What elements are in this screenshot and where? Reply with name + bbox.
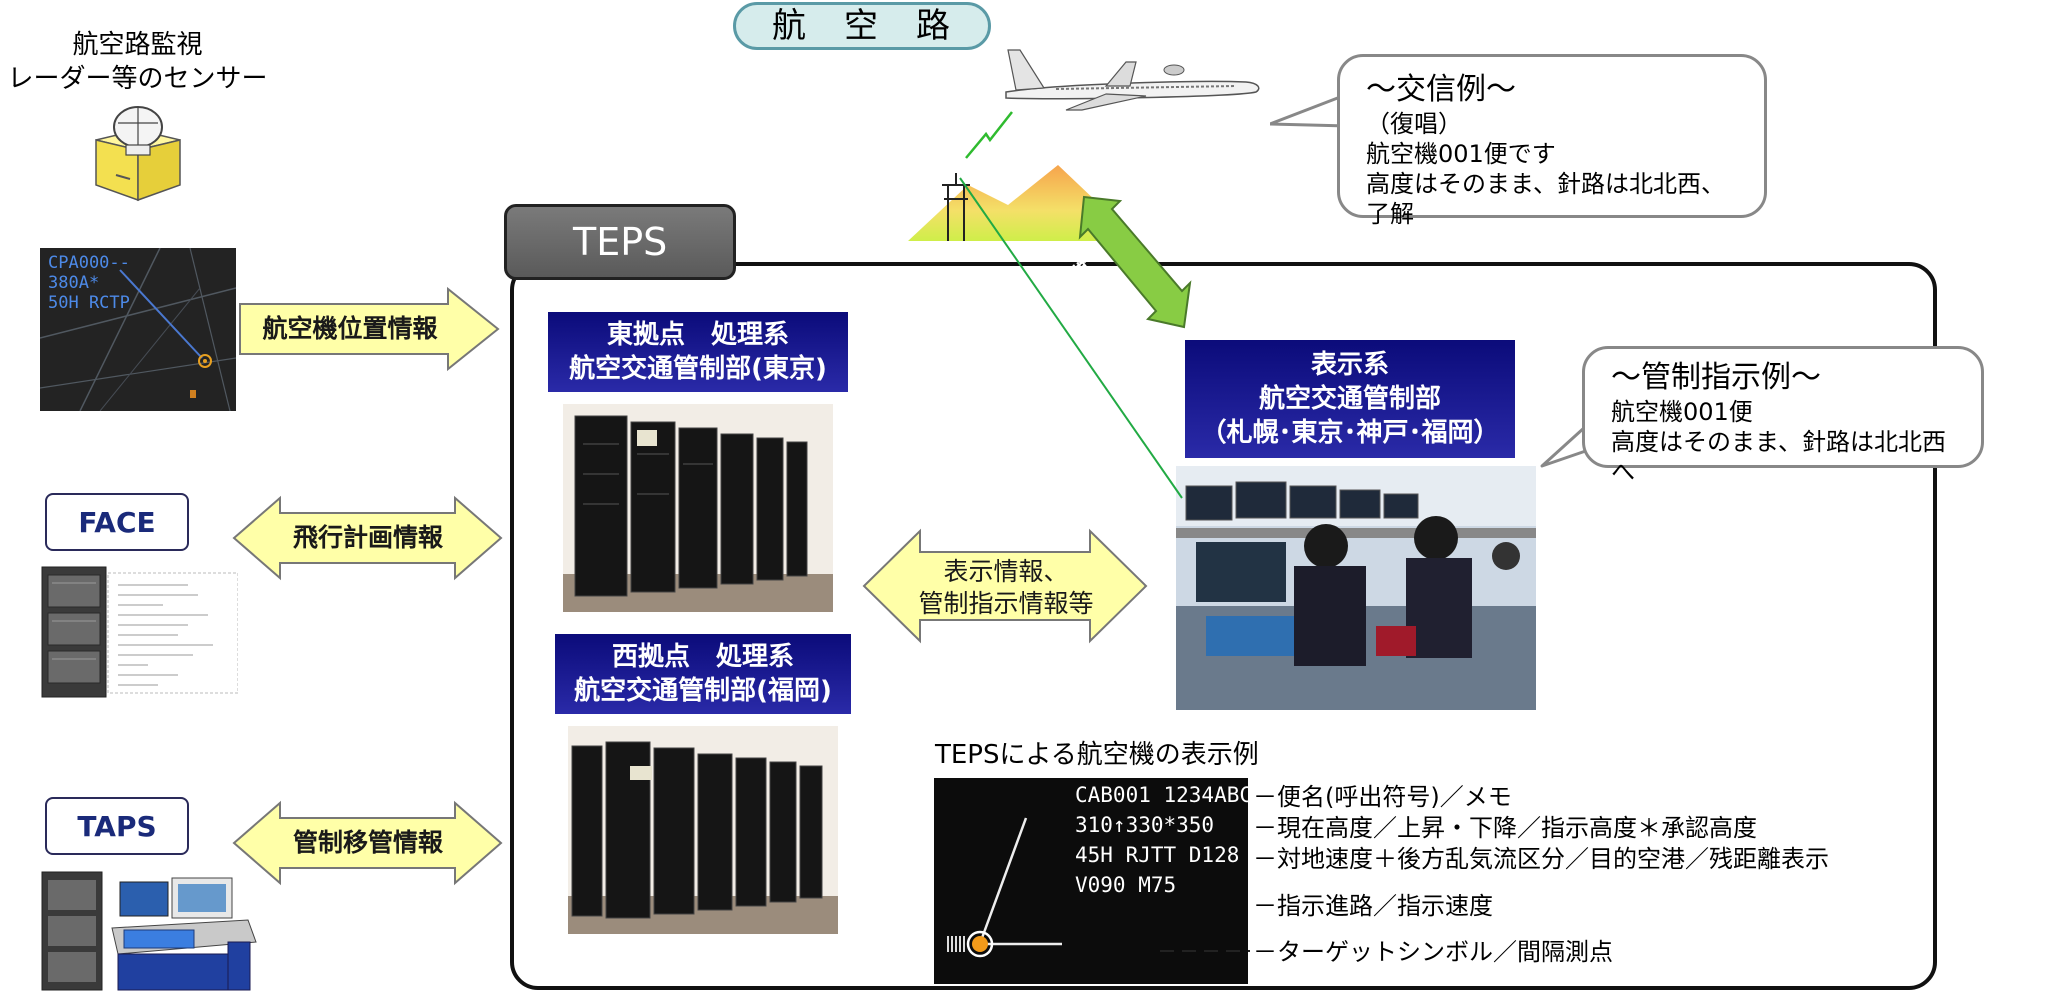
position-info-arrow [239, 286, 500, 372]
comm-example-line3: 高度はそのまま、針路は北北西、了解 [1366, 170, 1726, 228]
comm-example-line1: （復唱） [1366, 110, 1462, 138]
radar-tag-line2: 380A* [48, 273, 99, 293]
control-room-photo [1176, 466, 1536, 710]
page-title: 航 空 路 [733, 2, 991, 50]
display-info-line2: 管制指示情報等 [918, 589, 1094, 618]
display-info-line1: 表示情報、 [943, 557, 1069, 586]
west-server-room-photo [568, 726, 838, 934]
legend-target: －ターゲットシンボル／間隔測点 [1253, 938, 1613, 966]
teps-tag-line4: V090 M75 [1075, 873, 1177, 897]
west-processing-label: 西拠点 処理系 航空交通管制部(福岡) [555, 634, 851, 714]
legend-speed: －対地速度＋後方乱気流区分／目的空港／残距離表示 [1253, 845, 1829, 873]
flight-plan-label: 飛行計画情報 [292, 523, 443, 552]
face-server-icon [41, 566, 238, 698]
east-line1: 東拠点 処理系 [606, 320, 789, 350]
target-symbol-graphic [947, 817, 1062, 958]
radio-signal-icon [965, 111, 1013, 159]
teps-display-panel: CAB001 1234ABC 310↑330*350 45H RJTT D128… [934, 778, 1252, 984]
sensor-label-line1: 航空路監視 [72, 30, 203, 60]
display-system-label: 表示系 航空交通管制部 （札幌･東京･神戸･福岡） [1185, 340, 1515, 458]
sensor-label-line2: レーダー等のセンサー [7, 64, 268, 94]
control-example-callout: ～管制指示例～ 航空機001便 高度はそのまま、針路は北北西へ [1582, 346, 1984, 486]
comm-example-title: ～交信例～ [1366, 72, 1516, 107]
display-line2: 航空交通管制部 [1258, 384, 1441, 414]
teps-tag-line2: 310↑330*350 [1075, 813, 1215, 837]
west-line1: 西拠点 処理系 [611, 642, 794, 672]
face-label: FACE [45, 493, 189, 551]
teps-tag-line1: CAB001 1234ABC [1075, 783, 1253, 807]
radar-tag-line1: CPA000-- [48, 253, 130, 273]
legend-heading: －指示進路／指示速度 [1253, 892, 1493, 920]
display-line1: 表示系 [1310, 350, 1389, 380]
display-line3: （札幌･東京･神戸･福岡） [1200, 418, 1500, 448]
east-line2: 航空交通管制部(東京) [569, 354, 827, 384]
control-example-line2: 高度はそのまま、針路は北北西へ [1611, 428, 1947, 486]
east-processing-label: 東拠点 処理系 航空交通管制部(東京) [548, 312, 848, 392]
teps-tab: TEPS [504, 204, 736, 280]
west-line2: 航空交通管制部(福岡) [574, 676, 832, 706]
radar-tag-line3: 50H RCTP [48, 293, 130, 313]
control-example-title: ～管制指示例～ [1611, 360, 1821, 395]
comm-example-callout: ～交信例～ （復唱） 航空機001便です 高度はそのまま、針路は北北西、了解 [1337, 54, 1767, 228]
radar-sensor-icon [95, 106, 181, 202]
position-info-label: 航空機位置情報 [262, 314, 438, 343]
control-example-line1: 航空機001便 [1611, 398, 1753, 426]
sensor-label: 航空路監視 レーダー等のセンサー [0, 28, 275, 96]
airplane-icon [1005, 49, 1260, 111]
teps-tag-line3: 45H RJTT D128 [1075, 843, 1240, 867]
legend-callsign: －便名(呼出符号)／メモ [1253, 783, 1512, 811]
control-transfer-arrow [232, 800, 503, 886]
teps-frame [510, 262, 1937, 990]
display-info-label: 表示情報、 管制指示情報等 [900, 556, 1112, 620]
taps-console-icon [41, 871, 257, 991]
radar-thumbnail: CPA000-- 380A* 50H RCTP [40, 248, 236, 411]
control-transfer-label: 管制移管情報 [292, 828, 443, 857]
target-leader-line [1160, 950, 1250, 952]
comm-example-line2: 航空機001便です [1366, 140, 1556, 168]
display-info-arrow [862, 528, 1148, 644]
taps-label: TAPS [45, 797, 189, 855]
radio-communication-arrow [1078, 195, 1192, 329]
teps-display-heading: TEPSによる航空機の表示例 [935, 740, 1259, 770]
flight-plan-arrow [232, 495, 503, 581]
signal-line [959, 177, 1183, 499]
legend-altitude: －現在高度／上昇・下降／指示高度＊承認高度 [1253, 814, 1757, 842]
east-server-room-photo [563, 404, 833, 612]
